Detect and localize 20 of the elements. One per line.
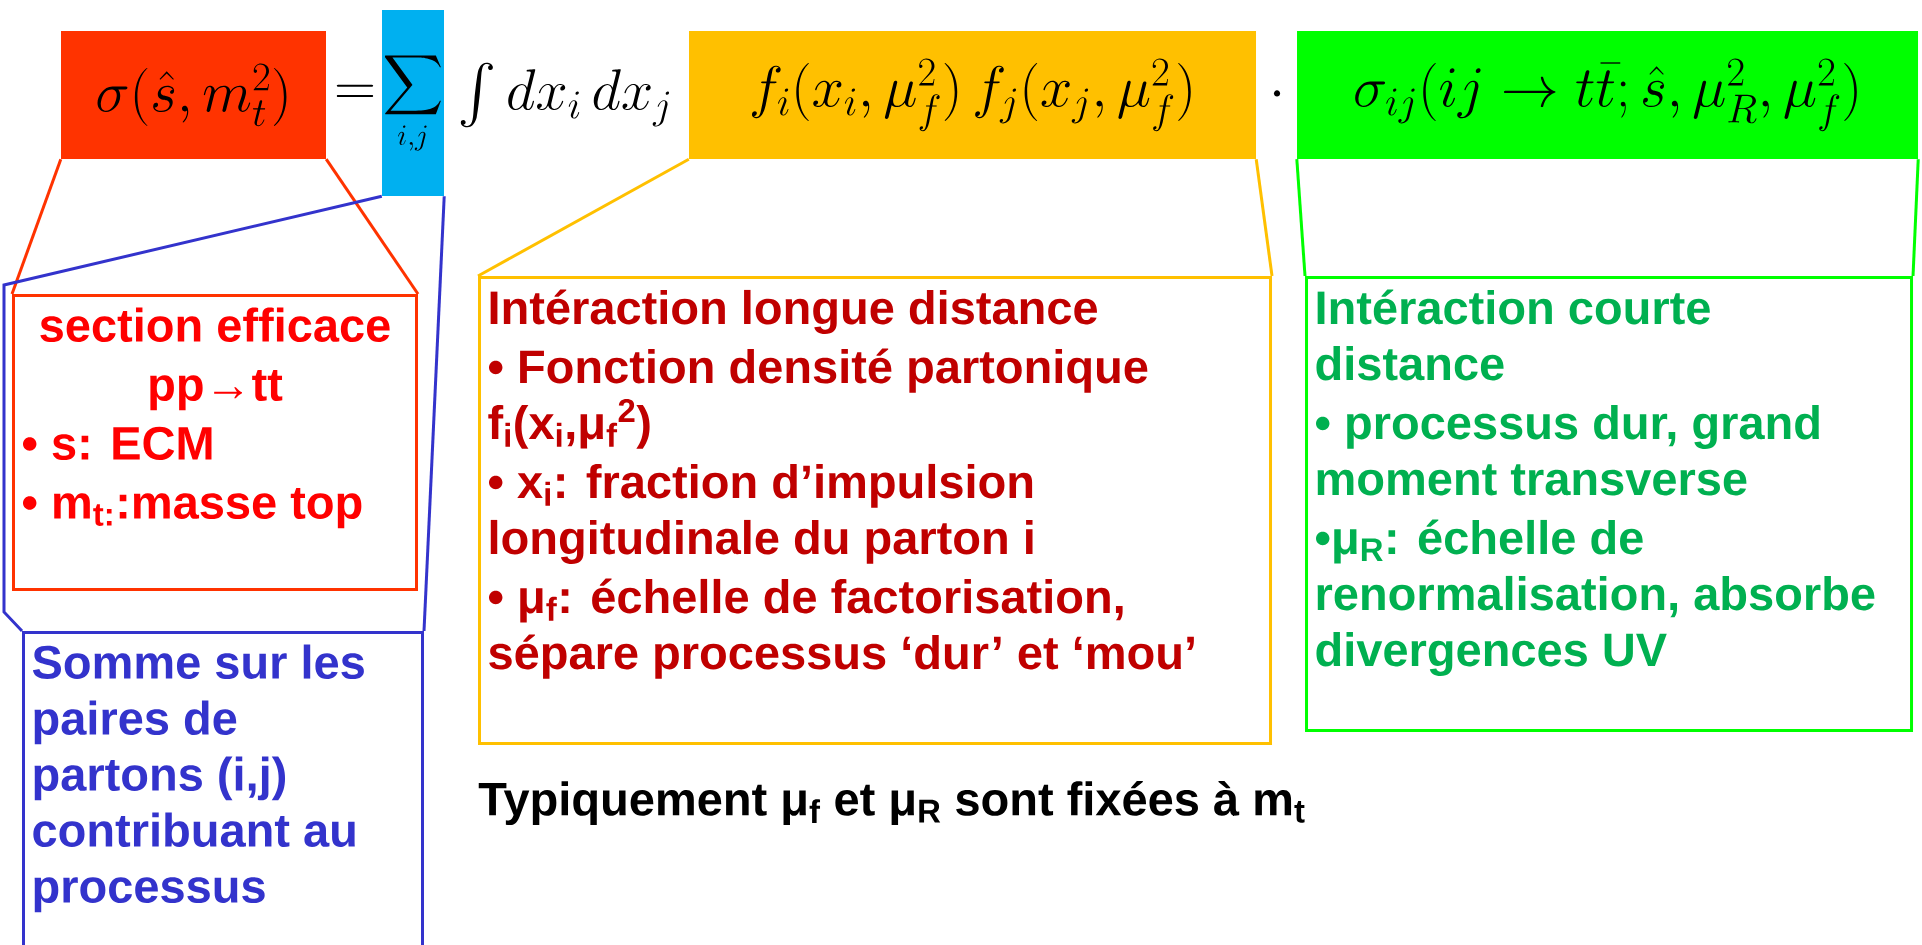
connector-line: [2, 194, 383, 633]
text-box: Somme sur les paires de partons (i,j) contribuant au processus: [22, 631, 424, 945]
connector-line: [422, 196, 446, 632]
text-box: section efficace pp→tt • s: ECM • m$_{t:}$:masse top: [12, 294, 418, 591]
connector-line: [1295, 159, 1307, 277]
formula-highlight: $\sigma_{ij}(ij\rightarrow t\bar{t};\hat{s},\mu_R^2,\mu_f^2)$: [1297, 31, 1918, 159]
formula-highlight: $f_i(x_i,\mu_f^2)\,f_j(x_j,\mu_f^2)$: [689, 31, 1256, 159]
formula-part: $\int dx_i\,dx_j$: [460, 62, 670, 128]
connector-line: [1911, 159, 1920, 277]
note-text: Typiquement μ$_{f}$ et μ$_{R}$ sont fixées à m$_{t}$: [478, 780, 1305, 826]
connector-line: [1254, 159, 1274, 277]
formula-highlight: $\sum_{i,j}$: [382, 10, 444, 196]
formula-part: $=$: [336, 84, 374, 97]
connector-line: [10, 158, 63, 295]
formula-part: $\cdot$: [1273, 90, 1281, 97]
connector-line: [324, 158, 420, 295]
text-box: Intéraction courte distance • processus dur, grand moment transverse •μ$_{R}$: échelle de renormalisation, absorbe divergences UV: [1305, 276, 1913, 732]
connector-line: [477, 157, 690, 278]
text-box: Intéraction longue distance • Fonction densité partonique f$_{i}$(x$_{i}$,μ$_{f}$$^{2}$) • x$_{i}$: fraction d’impulsion longitudinale du parton i • μ$_{f}$: échelle de factorisation, sépare processus ‘dur’ et ‘mou’: [478, 276, 1272, 745]
formula-highlight: $\sigma(\hat{s},m_t^2)$: [61, 31, 326, 159]
